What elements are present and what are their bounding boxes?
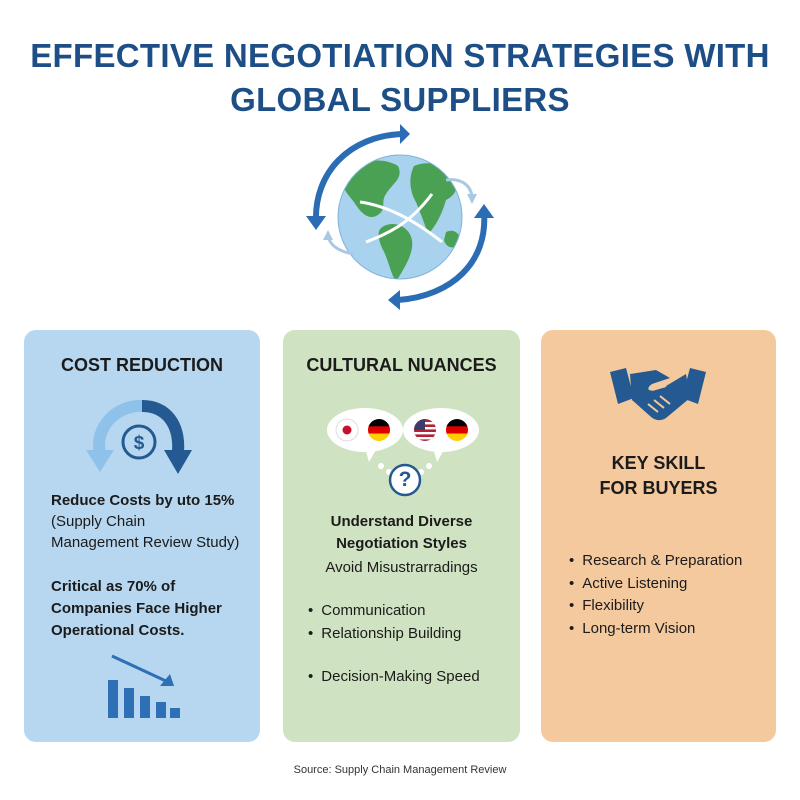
- globe-icon: [306, 124, 494, 310]
- critical-line1: Critical as 70% of: [51, 578, 176, 595]
- skill-heading-line1: KEY SKILL: [611, 453, 706, 473]
- cost-study-line2: Management Review Study): [51, 534, 240, 551]
- key-skill-card: KEY SKILL FOR BUYERS Research & Preparat…: [541, 330, 776, 742]
- list-item: Flexibility: [569, 595, 742, 618]
- skill-bullet-list: Research & Preparation Active Listening …: [569, 550, 742, 640]
- cost-reduction-card: COST REDUCTION $ Reduce Costs by uto 15%…: [24, 330, 260, 742]
- cost-heading: COST REDUCTION: [61, 355, 223, 375]
- list-item: Research & Preparation: [569, 550, 742, 573]
- culture-bullet-list: Communication Relationship Building: [308, 600, 461, 645]
- culture-note: Avoid Misustrarradings: [325, 559, 478, 576]
- list-item: Active Listening: [569, 573, 742, 596]
- svg-text:$: $: [134, 433, 145, 454]
- culture-sub-line2: Negotiation Styles: [336, 535, 467, 552]
- critical-line3: Operational Costs.: [51, 622, 185, 639]
- culture-heading: CULTURAL NUANCES: [306, 355, 497, 375]
- source-caption: Source: Supply Chain Management Review: [293, 764, 507, 776]
- bar-chart-icon: [108, 654, 180, 718]
- list-item: Decision-Making Speed: [308, 666, 479, 689]
- list-item: Relationship Building: [308, 623, 461, 646]
- critical-line2: Companies Face Higher: [51, 600, 222, 617]
- cost-study-line1: (Supply Chain: [51, 513, 146, 530]
- question-mark: ?: [398, 468, 412, 491]
- handshake-icon: [610, 368, 706, 421]
- cultural-nuances-card: CULTURAL NUANCES: [283, 330, 520, 742]
- dollar-icon: $: [86, 400, 192, 474]
- culture-bullet-list-2: Decision-Making Speed: [308, 666, 479, 689]
- speech-bubble-icon: [327, 408, 479, 497]
- title-line-1: EFFECTIVE NEGOTIATION STRATEGIES WITH: [30, 37, 770, 74]
- cost-stat: Reduce Costs by uto 15%: [51, 492, 235, 509]
- list-item: Long-term Vision: [569, 618, 742, 641]
- title-line-2: GLOBAL SUPPLIERS: [230, 81, 570, 118]
- list-item: Communication: [308, 600, 461, 623]
- culture-sub-line1: Understand Diverse: [330, 513, 473, 530]
- page-title: EFFECTIVE NEGOTIATION STRATEGIES WITH GL…: [0, 34, 800, 122]
- skill-heading-line2: FOR BUYERS: [599, 478, 718, 498]
